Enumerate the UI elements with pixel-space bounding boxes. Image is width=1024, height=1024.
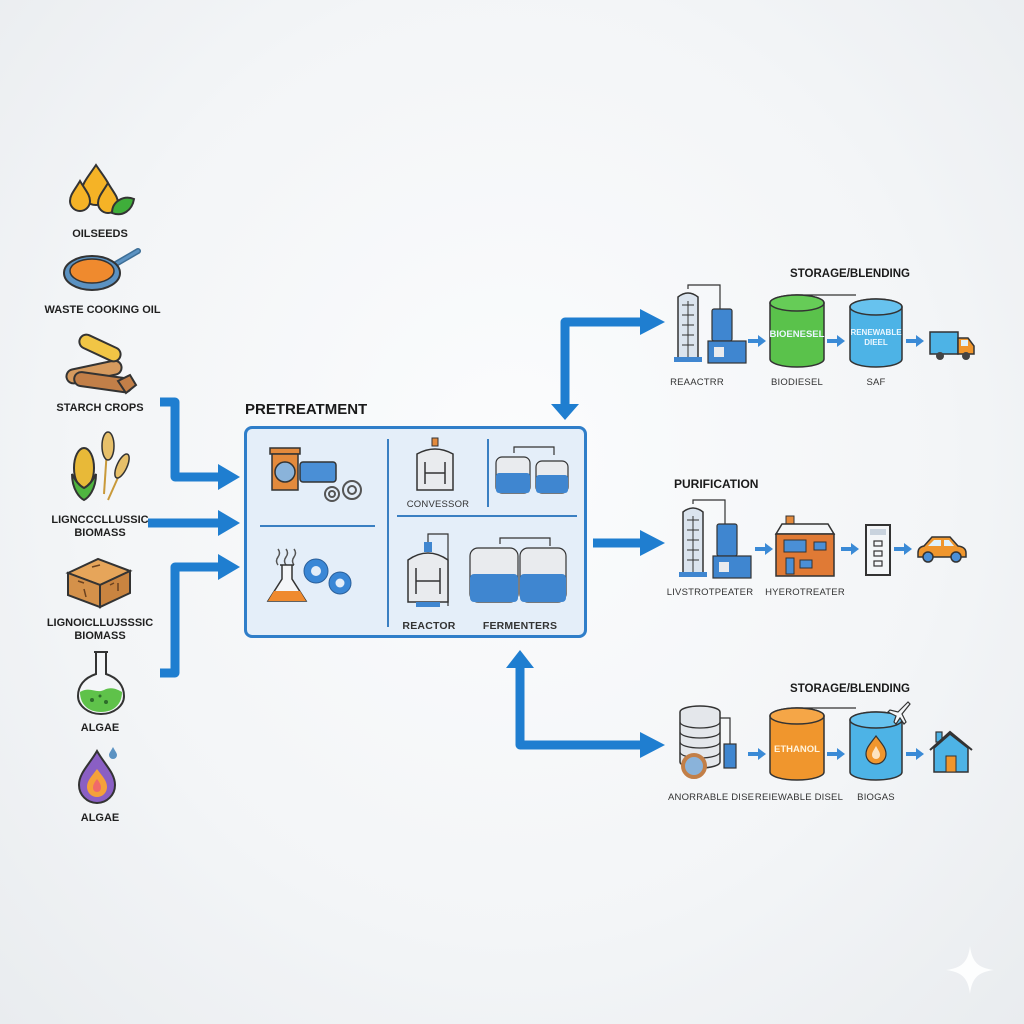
frying-pan-icon	[63, 248, 141, 291]
arrowhead	[640, 732, 665, 758]
tank-text-ethanol: ETHANOL	[774, 744, 820, 755]
arrow-small	[894, 543, 912, 555]
distillation-column-icon	[674, 284, 747, 364]
house-icon	[929, 730, 973, 773]
flask-algae-icon	[76, 651, 126, 715]
car-icon	[917, 536, 967, 563]
arrowhead	[218, 510, 240, 536]
step-label-saf: SAF	[866, 377, 886, 388]
pathway-bottom-title: STORAGE/BLENDING	[790, 683, 910, 695]
vessel-icon	[416, 437, 454, 491]
arrowhead	[640, 309, 665, 335]
pathway-top-title: STORAGE/BLENDING	[790, 268, 910, 280]
flame-drop-icon	[77, 747, 117, 804]
equipment-label-reactor: REACTOR	[402, 620, 456, 632]
hydrotreater-building-icon	[774, 515, 836, 577]
delivery-truck-icon	[929, 331, 975, 360]
renewable-tank-icon: RENEWABLE DIEEL	[849, 298, 903, 368]
arrow-small	[748, 748, 766, 760]
distillation-column-icon	[679, 499, 752, 579]
arrowhead	[506, 650, 534, 668]
equipment-label-fermenters: FERMENTERS	[482, 620, 558, 632]
feedstock-label-oilseeds: OILSEEDS	[72, 228, 128, 240]
hay-bale-icon	[65, 557, 133, 609]
corn-logs-icon	[65, 333, 138, 395]
oil-drops-leaf-icon	[68, 163, 136, 216]
sparkle-icon	[946, 946, 994, 994]
digester-icon	[679, 705, 737, 779]
arrow-small	[748, 335, 766, 347]
step-label-anorrable-dise: ANORRABLE DISE	[668, 792, 755, 803]
divider-horizontal	[397, 515, 577, 517]
small-fermenters-icon	[495, 446, 569, 494]
feedstock-label-lignocellulosic-2: LIGNOICLLUJSSSIC BIOMASS	[30, 617, 170, 643]
arrow-small	[755, 543, 773, 555]
arrow-small	[841, 543, 859, 555]
arrowhead	[218, 554, 240, 580]
feedstock-label-algae-1: ALGAE	[80, 722, 120, 734]
pretreatment-title: PRETREATMENT	[245, 401, 368, 418]
feedstock-label-line2: BIOMASS	[74, 630, 126, 642]
step-label-biodiesel: BIODIESEL	[771, 377, 823, 388]
step-label-biogas: BIOGAS	[857, 792, 895, 803]
feedstock-label-line2: BIOMASS	[74, 527, 126, 539]
divider-vertical	[487, 439, 489, 507]
step-label-livstrotpeater: LIVSTROTPEATER	[666, 587, 754, 598]
airplane-icon	[886, 701, 911, 725]
output-arrow-bottom	[515, 668, 640, 750]
arrow-small	[827, 748, 845, 760]
output-arrow-top	[560, 317, 640, 405]
step-label-reaactrr: REAACTRR	[670, 377, 724, 388]
tank-text-renewable-2: DIEEL	[864, 338, 888, 347]
arrowhead	[551, 404, 579, 420]
feedstock-label-waste-cooking-oil: WASTE COOKING OIL	[44, 304, 161, 316]
feedstock-label-line1: LIGNOICLLUJSSSIC	[46, 617, 154, 629]
pathway-middle-title: PURIFICATION	[674, 477, 759, 491]
feedstock-label-line1: LIGNCCCLLUSSIC	[51, 514, 149, 526]
arrow-small	[827, 335, 845, 347]
grinder-gears-icon	[269, 447, 362, 502]
step-label-reiewable-disel: REIEWABLE DISEL	[754, 792, 844, 803]
divider-horizontal	[260, 525, 375, 527]
fuel-pump-icon	[865, 524, 891, 576]
biogas-tank-icon	[849, 711, 903, 781]
arrowhead	[640, 530, 665, 556]
feedstock-label-algae-2: ALGAE	[80, 812, 120, 824]
reactor-icon	[407, 533, 449, 607]
tank-text-renewable-1: RENEWABLE	[850, 328, 902, 337]
divider-vertical	[387, 439, 389, 627]
tank-text-biodiesel: BIOENESEL	[770, 329, 825, 340]
arrow-small	[906, 748, 924, 760]
step-label-hyerotreater: HYEROTREATER	[765, 587, 845, 598]
arrow-small	[906, 335, 924, 347]
flask-gears-icon	[266, 548, 352, 602]
corn-wheat-icon	[71, 431, 130, 502]
feedstock-label-starch-crops: STARCH CROPS	[56, 402, 144, 414]
feed-arrow-bottom	[160, 562, 218, 678]
fermenters-icon	[469, 537, 567, 603]
arrowhead	[218, 464, 240, 490]
biodiesel-tank-icon: BIOENESEL	[769, 294, 856, 368]
feed-arrow-top	[160, 397, 218, 482]
feedstock-label-lignocellulosic-1: LIGNCCCLLUSSIC BIOMASS	[35, 514, 165, 540]
equipment-label-convessor: CONVESSOR	[406, 499, 470, 510]
ethanol-tank-icon: ETHANOL	[769, 707, 856, 781]
